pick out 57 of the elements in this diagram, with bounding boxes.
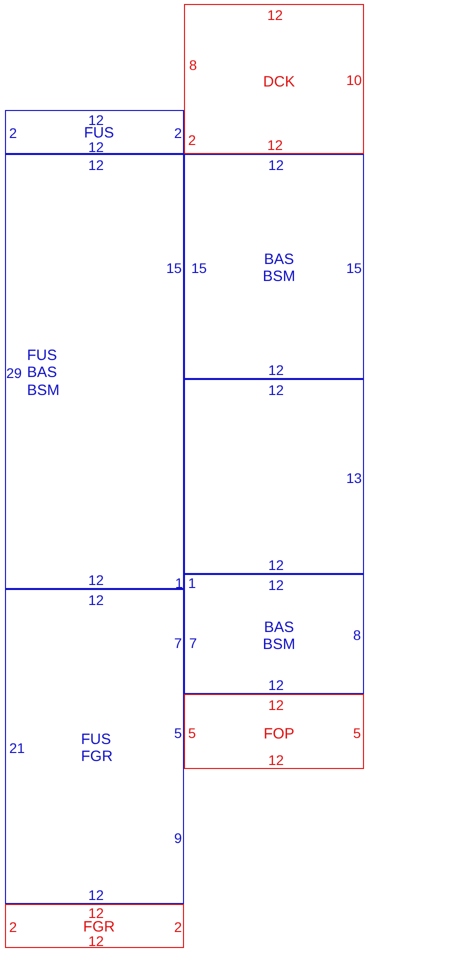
dimension-label: 5 [174,726,182,740]
dimension-label: 29 [6,366,22,380]
dimension-label: 7 [189,636,197,650]
dimension-label: 12 [88,140,104,154]
dimension-label: 2 [174,126,182,140]
dimension-label: 8 [353,628,361,642]
dimension-label: 5 [353,726,361,740]
dimension-label: 21 [9,741,25,755]
dimension-label: 9 [174,831,182,845]
room-name: BAS BSM [262,250,296,286]
room-outline [5,589,184,904]
dimension-label: 12 [88,906,104,920]
room-name: FOP [264,725,294,743]
dimension-label: 12 [268,158,284,172]
dimension-label: 5 [188,726,196,740]
dimension-label: 12 [88,934,104,948]
dimension-label: 1 [175,576,183,590]
dimension-label: 12 [268,558,284,572]
room-name: FUS BAS BSM [27,347,60,399]
dimension-label: 13 [346,471,362,485]
dimension-label: 15 [166,261,182,275]
dimension-label: 12 [268,698,284,712]
dimension-label: 12 [268,383,284,397]
dimension-label: 12 [88,593,104,607]
dimension-label: 2 [9,920,17,934]
dimension-label: 2 [188,133,196,147]
dimension-label: 12 [268,363,284,377]
dimension-label: 12 [267,138,283,152]
room-outline [184,4,364,154]
dimension-label: 12 [267,8,283,22]
room-outline [5,110,184,154]
room-outline [5,154,184,589]
room-outline [184,694,364,769]
room-name: FGR [83,918,115,936]
dimension-label: 12 [268,678,284,692]
room-outline [184,574,364,694]
room-outline [184,154,364,379]
dimension-label: 12 [88,888,104,902]
dimension-label: 1 [188,576,196,590]
dimension-label: 2 [9,126,17,140]
room-name: FUS FGR [81,730,113,766]
dimension-label: 12 [268,578,284,592]
dimension-label: 8 [189,58,197,72]
room-name: FUS [84,124,114,142]
dimension-label: 12 [88,113,104,127]
dimension-label: 7 [174,636,182,650]
room-outline [5,904,184,948]
room-outline [184,379,364,574]
dimension-label: 15 [191,261,207,275]
dimension-label: 2 [174,920,182,934]
dimension-label: 12 [88,573,104,587]
room-name: DCK [263,73,295,91]
dimension-label: 10 [346,73,362,87]
dimension-label: 12 [268,753,284,767]
room-name: BAS BSM [262,618,296,654]
dimension-label: 15 [346,261,362,275]
dimension-label: 12 [88,158,104,172]
